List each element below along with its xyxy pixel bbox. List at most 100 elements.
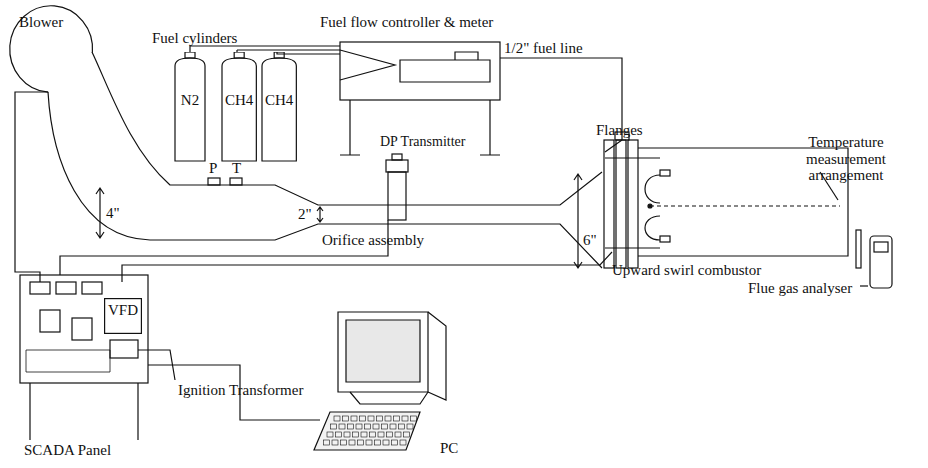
key [392,440,398,445]
key [348,424,354,429]
label: 6" [583,232,597,249]
node-text: CH4 [265,92,293,109]
key [360,416,366,421]
cylinder-body [262,58,296,161]
ignition-transformer [110,340,138,358]
dimension-arrow [317,207,323,222]
key [351,416,357,421]
flange [628,140,638,268]
thermocouple [660,236,670,242]
key [382,424,388,429]
cylinder-body [222,58,256,161]
fuel-inlet-pipe [605,140,622,152]
label: PC [440,440,458,457]
key [356,424,362,429]
node-text: CH4 [225,92,253,109]
key [332,440,338,445]
cylinder-body [175,58,205,161]
key [353,432,359,437]
key [327,432,333,437]
panel-module [40,310,60,332]
node-text: VFD [108,302,138,319]
fuel-flow-controller [340,42,500,100]
label: P [209,160,217,177]
key [368,416,374,421]
key [344,432,350,437]
ignition-wire [122,252,612,282]
key [358,440,364,445]
controller-legs [340,100,500,155]
key [366,440,372,445]
label: Temperature measurement arrangement [768,134,924,184]
duct-upper [92,52,602,205]
label: Fuel flow controller & meter [320,14,493,31]
key [411,416,417,421]
label: DP Transmitter [380,134,465,149]
node-text: Blower [19,14,63,31]
label: Ignition Transformer [178,382,303,399]
gas-cylinder: CH4 [261,52,297,162]
key [378,432,384,437]
dp-transmitter-head [392,154,402,160]
monitor-side [428,312,446,400]
manifold [340,50,395,80]
vfd-box: VFD [104,298,142,334]
key [341,440,347,445]
key [331,424,337,429]
key [339,424,345,429]
label: Orifice assembly [322,232,424,249]
key [349,440,355,445]
probe-tip [648,204,652,208]
key [404,432,410,437]
thermocouple [660,170,670,176]
key [377,416,383,421]
label: T [232,160,241,177]
swirler [645,175,660,240]
key [383,440,389,445]
label: Upward swirl combustor [612,262,761,279]
flange [604,140,614,268]
analyser-screen [874,242,888,252]
temperature-tap [230,178,242,185]
key [365,424,371,429]
orifice-assembly [388,172,406,220]
keyboard [314,412,420,450]
gas-cylinder: N2 [174,52,206,162]
vfd-outline [105,299,142,334]
key [324,440,330,445]
pressure-tap [208,178,220,185]
key [336,432,342,437]
flue-gas-probe [856,230,861,268]
cylinder-valve [234,52,244,58]
indicator [30,282,50,294]
leader-line [860,285,868,286]
key [407,424,413,429]
pc-wire [148,365,320,420]
swirler-vanes [605,158,660,248]
key [400,440,406,445]
key [399,424,405,429]
key [361,432,367,437]
key [390,424,396,429]
key [394,416,400,421]
flange [616,140,626,268]
gas-cylinder: CH4 [221,52,257,162]
label: SCADA Panel [24,442,111,459]
key [373,424,379,429]
label: Fuel cylinders [152,30,237,47]
fuel-pipes [190,46,340,54]
blower-casing [10,6,93,92]
key [334,416,340,421]
duct-lower [48,92,602,268]
cylinder-valve [185,52,195,58]
key [385,416,391,421]
panel-module [72,318,92,340]
label: 1/2" fuel line [504,40,583,57]
blower-wire [15,92,48,282]
scada-panel [20,275,148,383]
monitor [338,312,428,392]
key [387,432,393,437]
dimension-arrow [96,188,104,238]
